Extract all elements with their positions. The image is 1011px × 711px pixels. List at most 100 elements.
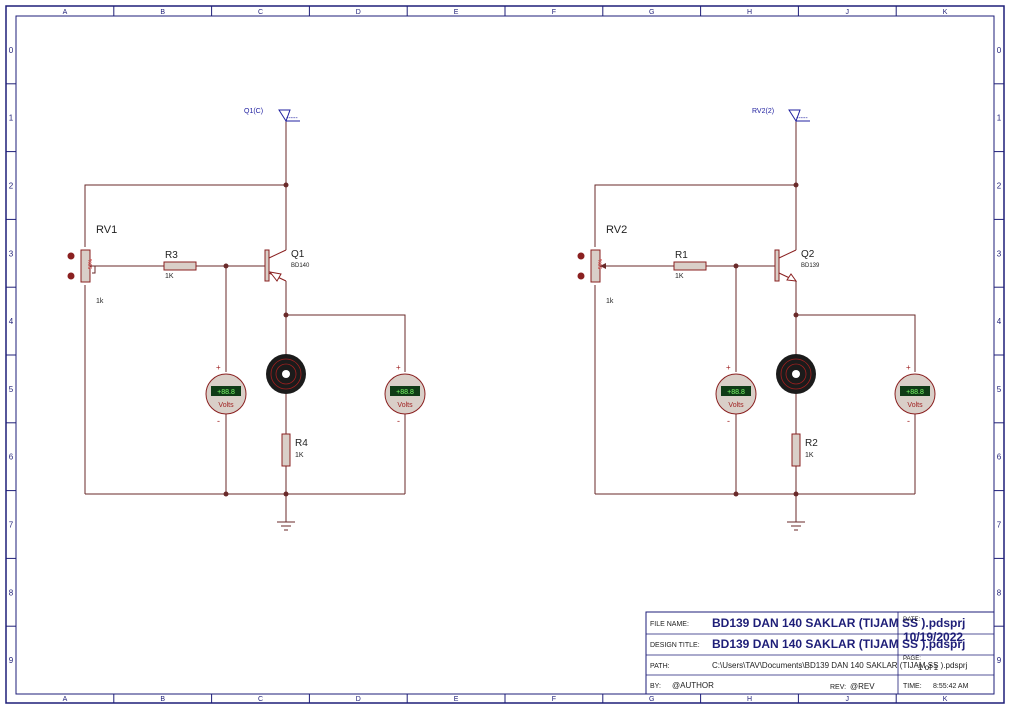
voltmeter-minus: - [397,416,400,426]
probe-label: Q1(C) [244,108,263,115]
lamp-left[interactable] [266,354,306,394]
pot-button-down[interactable] [577,272,585,280]
column-marker: K [943,9,948,16]
time-label: TIME: [903,683,922,690]
transistor-q1[interactable]: Q1 BD140 [264,249,310,282]
title-block: FILE NAME: BD139 DAN 140 SAKLAR (TIJAM S… [645,611,995,695]
column-marker: B [160,9,165,16]
row-marker: 1 [9,114,14,123]
junction-dots [223,182,799,497]
voltmeter-plus: + [396,363,401,372]
component-label: R2 [805,438,818,449]
resistor-r4[interactable]: R4 1K [281,433,308,467]
resistor-r3[interactable]: R3 1K [163,250,197,280]
component-value: 1k [606,298,614,305]
voltage-probe-rv2[interactable]: RV2(2) ----- [752,108,810,123]
column-marker: C [258,9,263,16]
voltmeter[interactable]: +88.8 Volts + - [715,363,757,426]
column-marker: H [747,696,752,703]
component-label: RV1 [96,224,117,236]
design-title-label: DESIGN TITLE: [650,642,700,649]
potentiometer-rv2[interactable]: 50% RV2 1k [577,224,628,305]
component-value: 1K [805,452,814,459]
component-value: 1K [165,273,174,280]
by-label: BY: [650,683,661,690]
probe-value: ----- [286,115,298,122]
row-marker: 2 [9,182,14,191]
voltmeter[interactable]: +88.8 Volts + - [205,363,247,426]
row-marker: 5 [9,385,14,394]
lamp-right[interactable] [776,354,816,394]
resistor-r1[interactable]: R1 1K [673,250,707,280]
component-label: RV2 [606,224,627,236]
row-marker: 7 [9,521,14,530]
voltmeter-minus: - [907,416,910,426]
column-marker: A [63,696,68,703]
voltmeter[interactable]: +88.8 Volts + - [894,363,936,426]
pot-button-up[interactable] [577,252,585,260]
ground-symbol [787,521,805,531]
design-title-value: BD139 DAN 140 SAKLAR (TIJAM SS ).pdsprj [712,637,965,651]
component-label: Q2 [801,249,815,260]
pot-wiper-text: 50% [88,258,94,269]
pot-button-up[interactable] [67,252,75,260]
row-marker: 6 [997,453,1002,462]
row-marker: 6 [9,453,14,462]
row-marker: 1 [997,114,1002,123]
file-name-value: BD139 DAN 140 SAKLAR (TIJAM SS ).pdsprj [712,616,965,630]
row-marker: 8 [9,588,14,597]
column-marker: K [943,696,948,703]
column-marker: J [846,696,850,703]
column-marker: D [356,9,361,16]
row-marker: 7 [997,521,1002,530]
column-marker: E [454,696,459,703]
transistor-q2[interactable]: Q2 BD139 [774,249,820,282]
voltmeter-reading: +88.8 [906,389,924,396]
sheet-inner-frame [15,15,995,695]
file-name-label: FILE NAME: [650,621,689,628]
row-marker: 8 [997,588,1002,597]
voltmeter[interactable]: +88.8 Volts + - [384,363,426,426]
column-marker: B [160,696,165,703]
potentiometer-rv1[interactable]: 50% RV1 1k [67,224,118,305]
column-marker: E [454,9,459,16]
page-value: 1 of 1 [918,663,939,672]
component-value: BD139 [801,263,820,269]
path-value: C:\Users\TAV\Documents\BD139 DAN 140 SAK… [712,661,968,670]
component-label: R3 [165,250,178,261]
voltage-probe-q1[interactable]: Q1(C) ----- [244,108,300,123]
voltmeter-plus: + [906,363,911,372]
time-value: 8:55:42 AM [933,683,969,690]
component-value: 1K [675,273,684,280]
component-value: 1k [96,298,104,305]
pot-button-down[interactable] [67,272,75,280]
column-marker: H [747,9,752,16]
voltmeter-unit: Volts [728,402,744,409]
row-marker: 5 [997,385,1002,394]
voltmeter-plus: + [726,363,731,372]
voltmeter-minus: - [727,416,730,426]
rev-value: @REV [850,682,875,691]
row-marker: 3 [9,249,14,258]
row-marker: 2 [997,182,1002,191]
column-marker: D [356,696,361,703]
column-marker: J [846,9,850,16]
column-marker: F [552,696,556,703]
row-marker: 0 [997,46,1002,55]
by-value: @AUTHOR [672,681,714,690]
voltmeter-reading: +88.8 [396,389,414,396]
row-marker: 9 [9,656,14,665]
resistor-r2[interactable]: R2 1K [791,433,818,467]
voltmeter-minus: - [217,416,220,426]
path-label: PATH: [650,663,670,670]
voltmeter-unit: Volts [907,402,923,409]
row-marker: 9 [997,656,1002,665]
component-label: Q1 [291,249,305,260]
voltmeter-unit: Volts [218,402,234,409]
sheet-outer-frame [5,5,1005,704]
column-marker: G [649,696,654,703]
row-marker: 4 [9,317,14,326]
voltmeter-reading: +88.8 [217,389,235,396]
